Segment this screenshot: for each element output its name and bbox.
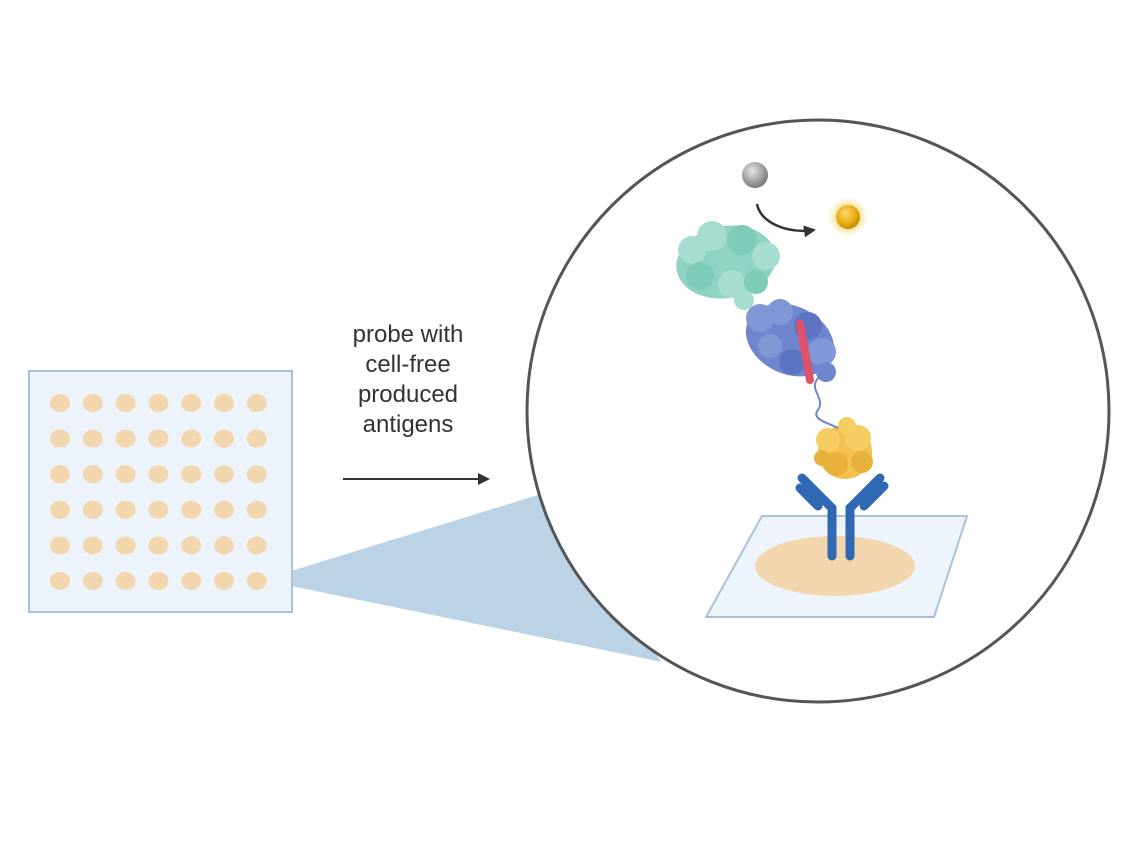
microarray-spot	[181, 429, 202, 448]
microarray-spot	[148, 536, 169, 555]
antibody-icon	[795, 473, 889, 561]
microarray-spot	[181, 394, 202, 412]
probe-label: probe with cell-free produced antigens	[318, 320, 498, 440]
enzyme-icon	[676, 221, 780, 310]
linker	[813, 377, 839, 429]
product-icon	[836, 205, 860, 229]
microarray-spot	[115, 465, 136, 484]
peptide-helix	[796, 320, 814, 384]
microarray-spot	[246, 572, 267, 590]
microarray-spot	[148, 429, 169, 448]
microarray-spot	[214, 394, 234, 412]
microarray-spot	[82, 465, 103, 484]
microarray-spot	[246, 429, 267, 448]
microarray-spot	[148, 572, 169, 590]
microarray-spot	[181, 572, 202, 590]
substrate-icon	[742, 162, 768, 188]
microarray-spot	[214, 572, 234, 590]
microarray-spots	[50, 394, 267, 590]
microarray-spot	[115, 500, 136, 519]
microarray-spot	[82, 572, 103, 590]
antigen-icon	[814, 417, 873, 479]
microarray-spot	[181, 465, 202, 484]
microarray-spot	[214, 465, 234, 484]
microarray-spot	[115, 429, 136, 448]
probe-label-line-4: antigens	[362, 411, 454, 438]
microarray-spot	[50, 465, 70, 484]
probe-label-line-1: probe with	[352, 321, 464, 348]
microarray-spot	[214, 429, 234, 448]
microarray-spot	[115, 572, 136, 590]
microarray-spot	[82, 429, 103, 448]
microarray-spot	[82, 500, 103, 519]
microarray-spot	[148, 394, 169, 412]
microarray-spot	[50, 500, 70, 519]
microarray-spot	[246, 536, 267, 555]
microarray-spot	[50, 394, 70, 412]
microarray-spot	[181, 500, 202, 519]
microarray-spot	[115, 394, 136, 412]
surface-spot	[755, 536, 915, 596]
probe-label-line-2: cell-free	[365, 351, 451, 378]
microarray-spot	[214, 536, 234, 555]
microarray-spot	[246, 465, 267, 484]
microarray-spot	[50, 536, 70, 555]
microarray-spot	[115, 536, 136, 555]
microarray-spot	[82, 394, 103, 412]
microarray-spot	[50, 429, 70, 448]
microarray-spot	[181, 536, 202, 555]
microarray-spot	[214, 500, 234, 519]
microarray-spot	[50, 572, 70, 590]
probe-label-line-3: produced	[357, 381, 459, 408]
microarray-spot	[82, 536, 103, 555]
microarray-spot	[148, 500, 169, 519]
microarray-spot	[148, 465, 169, 484]
microarray-spot	[246, 500, 267, 519]
microarray-spot	[246, 394, 267, 412]
conversion-arrow	[755, 203, 816, 238]
